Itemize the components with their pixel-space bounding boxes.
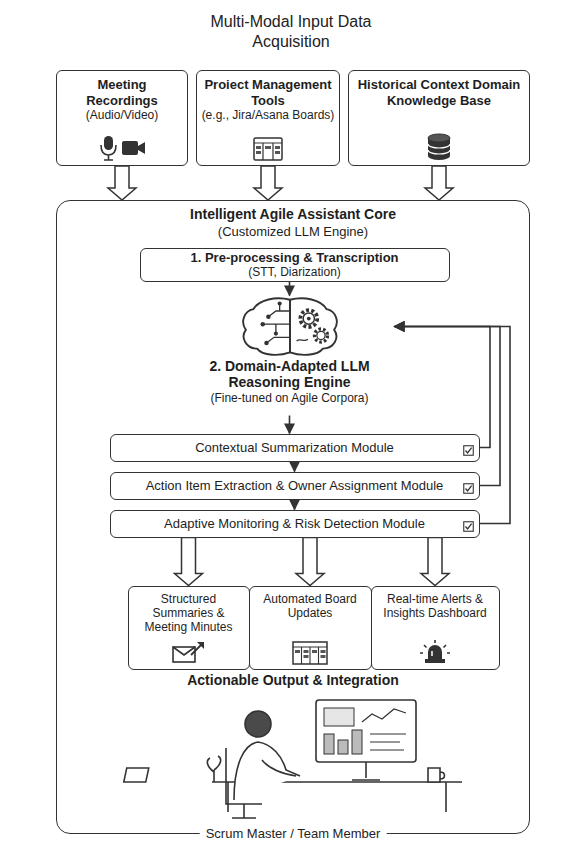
checkbox-wrap: [463, 480, 474, 491]
flow-connector: [289, 416, 291, 434]
feedback-connector: [395, 327, 491, 448]
head: [245, 711, 271, 737]
process-box: 1. Pre-processing & Transcription(STT, D…: [140, 248, 450, 282]
flow-connector: [294, 462, 296, 472]
screen-panel: [324, 708, 354, 726]
diagram-title: Multi-Modal Input Data Acquisition: [171, 12, 411, 52]
block-arrow: [421, 538, 449, 586]
node-heading: Action Item Extraction & Owner Assignmen…: [146, 478, 444, 494]
input-box: Historical Context Domain Knowledge Base: [348, 70, 530, 166]
database-icon: [426, 133, 452, 161]
icon-wrap: [253, 134, 283, 161]
mug: [428, 768, 445, 782]
node-heading: Structured Summaries & Meeting Minutes: [132, 592, 246, 635]
monitor-stand: [352, 762, 380, 780]
chair: [226, 748, 262, 818]
envelope-icon: [171, 639, 207, 665]
kanban-icon: [292, 641, 328, 665]
input-box: Meeting Recordings(Audio/Video): [56, 70, 188, 166]
flow-connector: [294, 500, 296, 510]
screen-bar: [324, 734, 334, 754]
node-heading: Contextual Summarization Module: [195, 440, 394, 456]
screen-lines: [370, 734, 406, 750]
icon-wrap: [426, 130, 452, 161]
alarm-icon: [419, 639, 451, 665]
block-arrow: [425, 166, 453, 200]
checkbox-wrap: [463, 518, 474, 529]
media-icon: [98, 135, 146, 161]
module-box: Action Item Extraction & Owner Assignmen…: [110, 472, 480, 500]
brain-icon: [238, 296, 342, 358]
node-text: (STT, Diarization): [248, 265, 341, 279]
checkbox-icon: [463, 483, 474, 494]
node-heading: Intelligent Agile Assistant Core: [57, 206, 529, 223]
core-container: Intelligent Agile Assistant Core(Customi…: [56, 200, 530, 834]
node-text: (Customized LLM Engine): [57, 224, 529, 240]
output-box: Structured Summaries & Meeting Minutes: [128, 586, 250, 670]
block-arrow: [175, 538, 203, 586]
node-heading: 2. Domain-Adapted LLM Reasoning Engine: [185, 358, 395, 392]
laptop: [124, 768, 149, 782]
node-heading: Proiect Management Tools: [201, 77, 335, 108]
icon-wrap: [419, 636, 451, 665]
block-arrow: [254, 166, 282, 200]
input-box: Proiect Management Tools(e.g., Jira/Asan…: [196, 70, 340, 166]
person-at-desk: [124, 700, 462, 818]
node-heading: 1. Pre-processing & Transcription: [190, 250, 398, 266]
output-box: Real-time Alerts & Insights Dashboard: [371, 586, 500, 670]
node-text: (Audio/Video): [86, 108, 159, 122]
node-text: (Fine-tuned on Agile Corpora): [210, 391, 368, 405]
block-arrow: [296, 538, 324, 586]
node-heading: Real-time Alerts & Insights Dashboard: [375, 592, 496, 621]
module-box: Adaptive Monitoring & Risk Detection Mod…: [110, 510, 480, 538]
node-text: Scrum Master / Team Member: [200, 826, 387, 842]
node-heading: Meeting Recordings: [61, 77, 183, 108]
feedback-connector: [395, 327, 501, 486]
arm: [262, 760, 296, 776]
torso: [234, 742, 300, 800]
engine-node: 2. Domain-Adapted LLM Reasoning Engine(F…: [185, 296, 395, 416]
flow-connector: [289, 282, 291, 296]
node-heading: Automated Board Updates: [253, 592, 368, 621]
module-box: Contextual Summarization Module: [110, 434, 480, 462]
checkbox-wrap: [463, 442, 474, 453]
node-text: Actionable Output & Integration: [57, 672, 529, 689]
output-box: Automated Board Updates: [249, 586, 372, 670]
board-icon: [253, 137, 283, 161]
node-heading: Historical Context Domain Knowledge Base: [353, 77, 525, 108]
icon-wrap: [171, 636, 207, 665]
brain-wrap: [238, 296, 342, 358]
checkbox-icon: [463, 445, 474, 456]
checkbox-icon: [463, 521, 474, 532]
screen-bar: [338, 740, 348, 754]
block-arrow: [108, 166, 136, 200]
icon-wrap: [292, 638, 328, 665]
screen-bar: [352, 730, 362, 754]
plant: [207, 756, 220, 782]
node-heading: Adaptive Monitoring & Risk Detection Mod…: [164, 516, 425, 532]
screen-chart: [362, 709, 406, 722]
monitor: [316, 700, 416, 762]
icon-wrap: [98, 132, 146, 161]
node-text: (e.g., Jira/Asana Boards): [202, 108, 335, 122]
